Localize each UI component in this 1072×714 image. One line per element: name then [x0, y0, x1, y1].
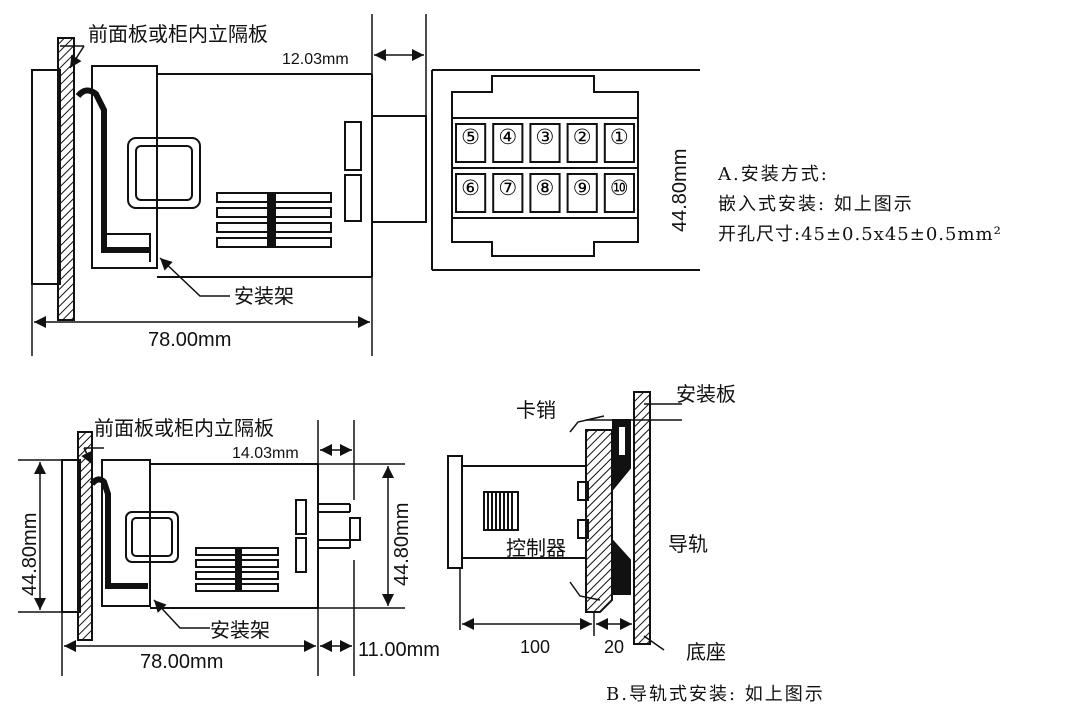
terminal-cell	[529, 173, 561, 213]
plate-label: 安装板	[676, 382, 736, 406]
controller-label: 控制器	[506, 536, 566, 560]
terminal-3: ③	[535, 126, 555, 149]
note-a-line1: A.安装方式:	[718, 164, 829, 185]
top-length-dim: 78.00mm	[148, 329, 232, 351]
terminal-9: ⑨	[572, 177, 592, 200]
terminal-6: ⑥	[461, 177, 480, 200]
terminal-1: ①	[609, 126, 629, 149]
terminal-row-bottom: ⑥ ⑦ ⑧ ⑨ ⑩	[452, 176, 638, 201]
bottom-height-right: 44.80mm	[391, 502, 413, 586]
base-label: 底座	[686, 640, 726, 664]
terminal-cell	[566, 123, 598, 163]
terminal-2: ②	[572, 126, 592, 149]
terminal-4: ④	[498, 126, 518, 149]
bottom-side-view	[18, 420, 405, 676]
bottom-bracket-label: 安装架	[210, 618, 270, 642]
top-panel-label: 前面板或柜内立隔板	[88, 22, 268, 46]
top-bracket-label: 安装架	[234, 284, 294, 308]
top-rear-view	[431, 69, 700, 271]
terminal-10: ⑩	[609, 177, 629, 200]
bottom-gap-dim: 14.03mm	[232, 445, 299, 462]
top-height-dim: 44.80mm	[669, 148, 691, 232]
top-side-view	[31, 14, 427, 356]
terminal-5: ⑤	[461, 126, 480, 149]
dim-100: 100	[520, 637, 551, 657]
terminal-row-top: ⑤ ④ ③ ② ①	[452, 125, 638, 150]
terminal-cell	[455, 123, 487, 163]
note-a-line3: 开孔尺寸:45±0.5x45±0.5mm²	[718, 224, 1002, 245]
terminal-cell	[603, 123, 635, 163]
din-rail-view	[447, 391, 682, 651]
pin-label: 卡销	[516, 398, 556, 422]
terminal-grid	[455, 123, 635, 213]
top-gap-dim: 12.03mm	[282, 51, 349, 68]
terminal-8: ⑧	[535, 177, 555, 200]
terminal-cell	[529, 123, 561, 163]
terminal-cell	[492, 173, 524, 213]
bottom-extra-dim: 11.00mm	[358, 639, 440, 661]
note-b-line1: B.导轨式安装: 如上图示	[606, 684, 825, 705]
terminal-cell	[455, 173, 487, 213]
terminal-7: ⑦	[498, 177, 518, 200]
bottom-height-left: 44.80mm	[19, 512, 41, 596]
rail-label: 导轨	[668, 532, 708, 556]
bottom-panel-label: 前面板或柜内立隔板	[94, 416, 274, 440]
bottom-length-dim: 78.00mm	[140, 651, 224, 673]
terminal-cell	[603, 173, 635, 213]
note-a-line2: 嵌入式安装: 如上图示	[718, 194, 914, 215]
terminal-cell	[492, 123, 524, 163]
dim-20: 20	[604, 637, 625, 657]
terminal-cell	[566, 173, 598, 213]
